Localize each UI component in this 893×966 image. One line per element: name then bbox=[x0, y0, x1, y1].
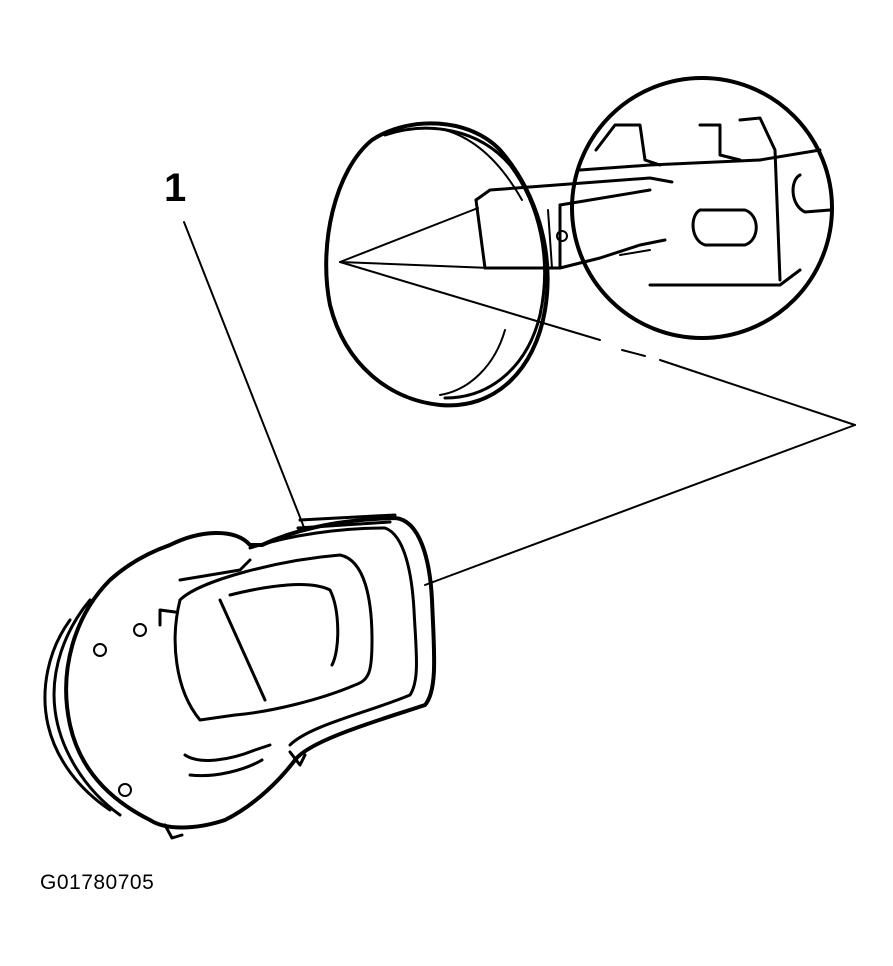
callout-number: 1 bbox=[164, 166, 187, 210]
hinge-strap bbox=[474, 176, 674, 270]
fuel-door-panel bbox=[324, 121, 550, 408]
fuel-filler-housing bbox=[43, 513, 437, 840]
detail-magnifier-circle bbox=[570, 76, 834, 340]
figure-id: G01780705 bbox=[40, 871, 155, 894]
callout-leader-line bbox=[183, 221, 306, 531]
magnifier-pointer-lines bbox=[339, 207, 856, 586]
